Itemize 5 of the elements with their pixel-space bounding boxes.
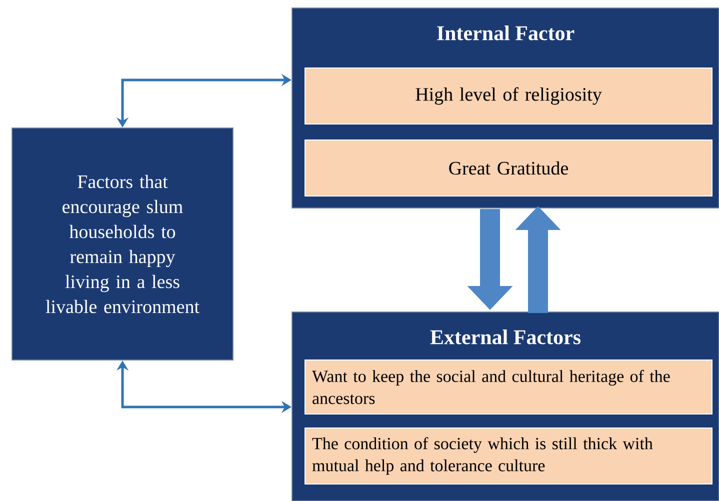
- factor-box: Factors that encourage slum households to remain happy living in a less livable environment: [12, 128, 234, 360]
- factor-item-box: High level of religiosity: [304, 68, 712, 124]
- factor-item-box: Great Gratitude: [304, 140, 712, 196]
- factor-item-box: The condition of society which is still thick with mutual help and tolerance culture: [304, 428, 712, 484]
- factor-item-box: Want to keep the social and cultural heritage of the ancestors: [304, 360, 712, 414]
